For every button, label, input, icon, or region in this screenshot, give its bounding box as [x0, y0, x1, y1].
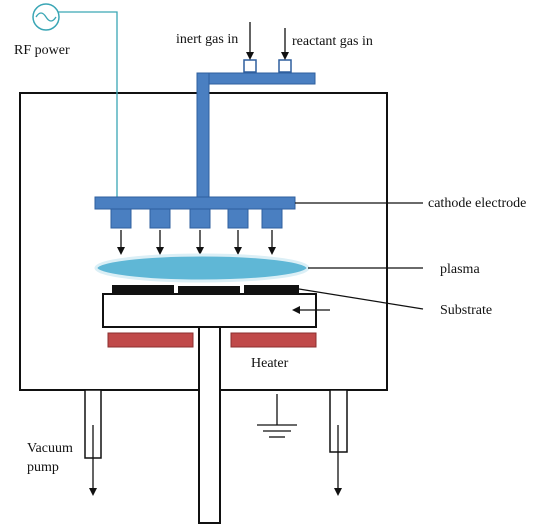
ground-icon — [257, 394, 297, 438]
substrate-leader-line — [298, 288, 424, 310]
substrate-piece — [178, 286, 240, 294]
vacuum-pump-pipe — [84, 389, 102, 496]
inert-gas-label: inert gas in — [176, 32, 238, 47]
substrate-assembly — [102, 285, 330, 328]
substrate-piece — [244, 285, 299, 294]
heater-element-left — [107, 332, 194, 348]
cathode-electrode — [94, 196, 296, 255]
rf-connection-line — [58, 11, 118, 197]
vacuum-pump-label-line1: Vacuum — [27, 441, 73, 456]
support-shaft — [198, 326, 221, 524]
vacuum-pump-label-line2: pump — [27, 460, 59, 475]
substrate-piece — [112, 285, 174, 294]
heater-element-right — [230, 332, 317, 348]
nozzle — [189, 208, 211, 229]
nozzle — [149, 208, 171, 229]
exhaust-pipe — [329, 389, 348, 496]
gas-inlet-pipe — [196, 22, 316, 199]
rf-power-label: RF power — [14, 43, 70, 58]
rf-sine-icon — [35, 12, 57, 22]
substrate-holder — [102, 293, 317, 328]
nozzle — [110, 208, 132, 229]
inert-gas-valve-icon — [243, 59, 257, 73]
cathode-electrode-label: cathode electrode — [428, 196, 526, 211]
reactant-gas-valve-icon — [278, 59, 292, 73]
reactant-gas-label: reactant gas in — [292, 34, 373, 49]
nozzle — [227, 208, 249, 229]
plasma-label: plasma — [440, 262, 480, 277]
rf-power-source — [32, 3, 118, 197]
substrate-label: Substrate — [440, 303, 492, 318]
heater-label: Heater — [251, 356, 289, 371]
plasma — [94, 253, 310, 283]
nozzle — [261, 208, 283, 229]
